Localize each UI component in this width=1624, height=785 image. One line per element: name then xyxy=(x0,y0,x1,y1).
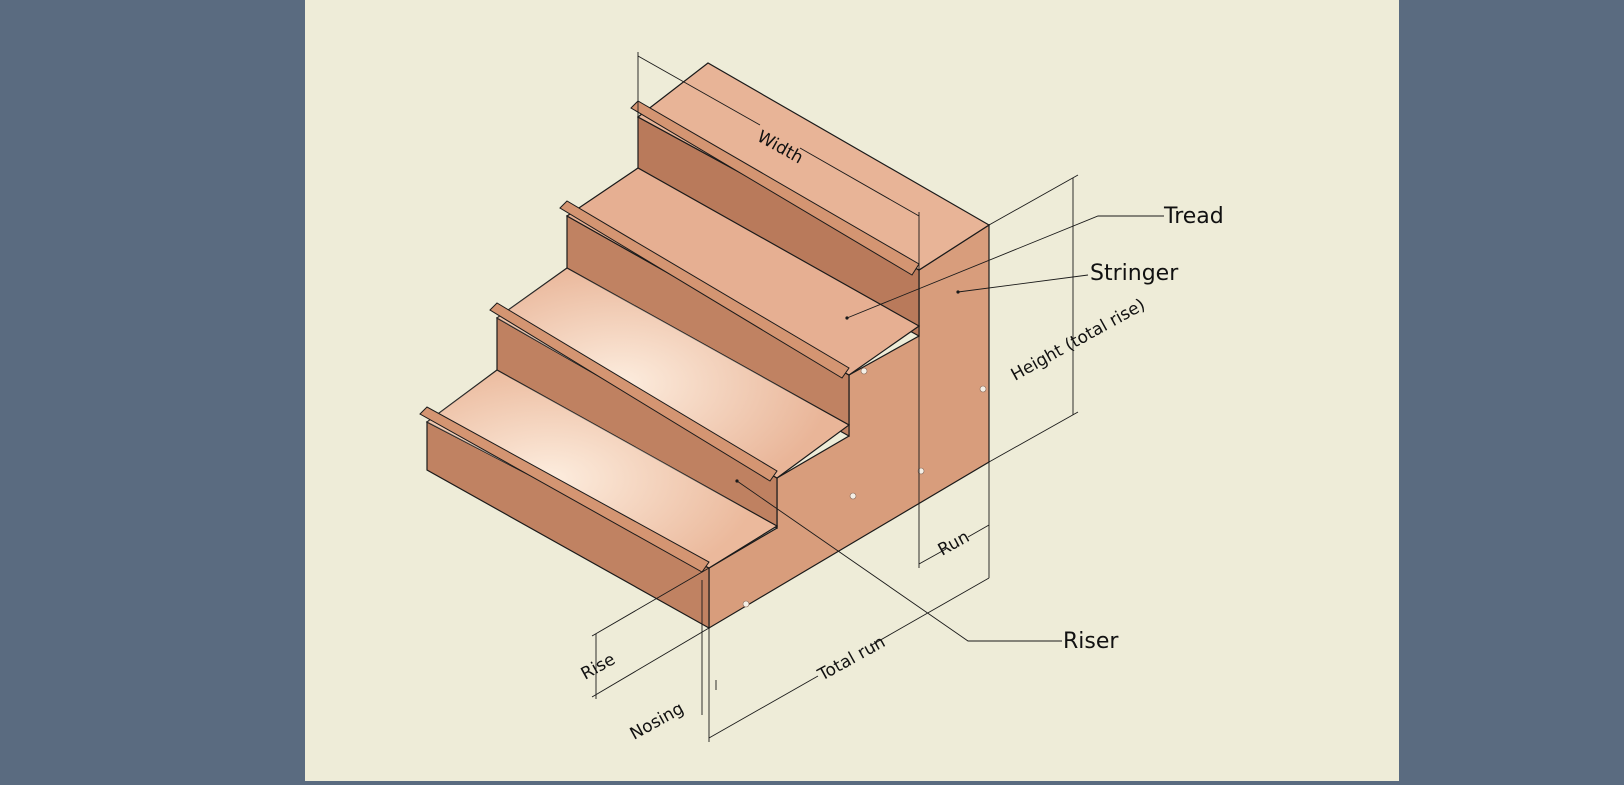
riser-label: Riser xyxy=(1063,629,1119,654)
tread-2-glow xyxy=(497,268,849,478)
dimension-lines xyxy=(591,52,1079,742)
tread-label: Tread xyxy=(1163,204,1224,229)
nosing-1 xyxy=(419,406,710,573)
leader-lines xyxy=(736,215,1164,642)
screw-marks xyxy=(742,367,987,608)
nosing-2 xyxy=(489,302,778,482)
nosing-3 xyxy=(559,200,850,379)
stringer-label: Stringer xyxy=(1090,261,1179,286)
tread-1-glow xyxy=(427,370,777,568)
leader-dots xyxy=(735,290,960,483)
